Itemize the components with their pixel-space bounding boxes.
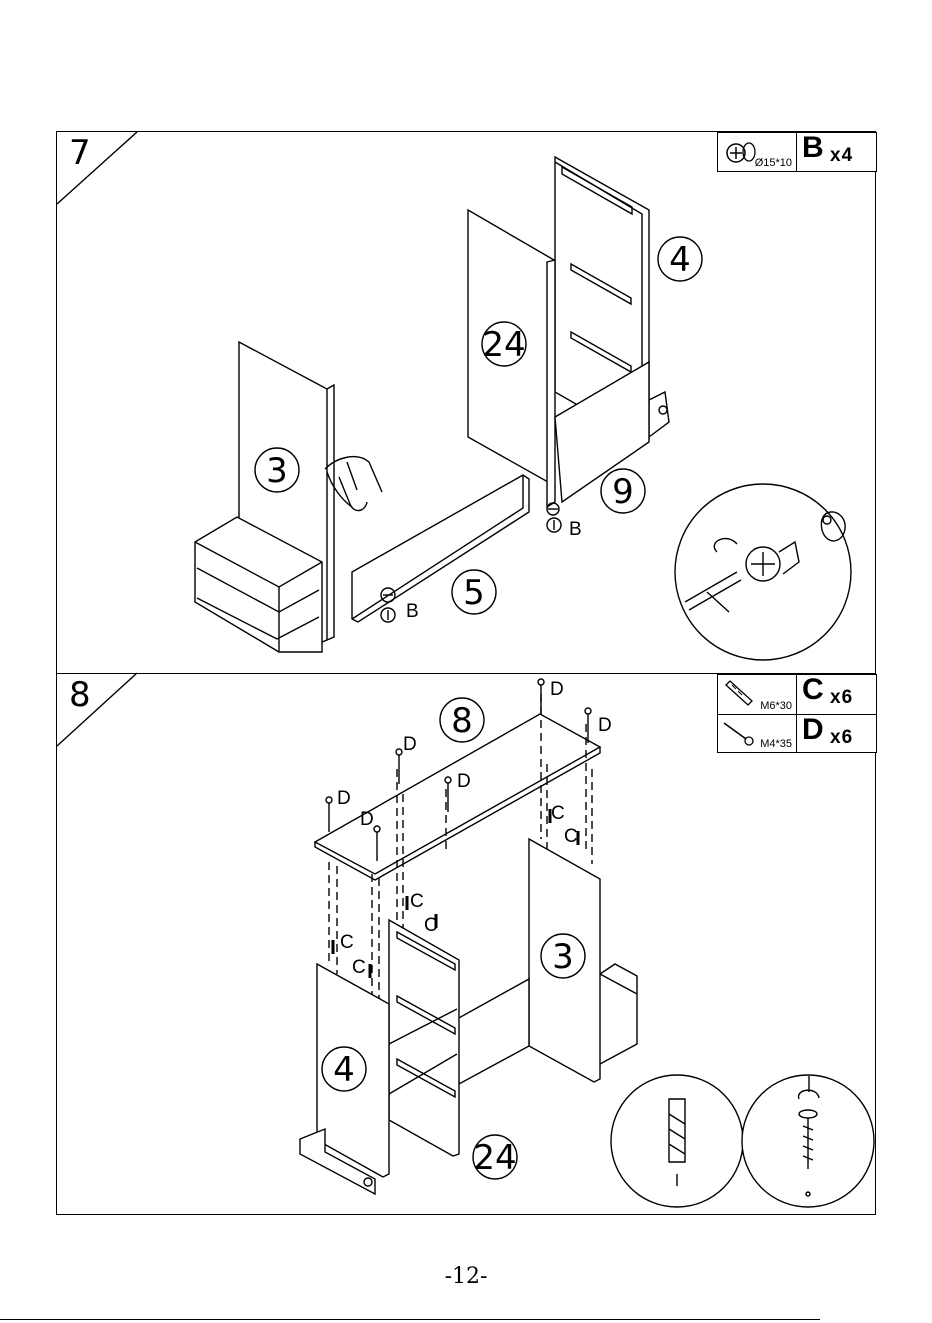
step-7-diagram: 3 24 4 9 5 B B (57, 132, 877, 675)
svg-text:24: 24 (473, 1138, 516, 1178)
svg-text:24: 24 (482, 325, 525, 365)
svg-text:8: 8 (451, 701, 473, 741)
part-callout-8: 8 (440, 698, 484, 742)
svg-text:4: 4 (333, 1050, 355, 1090)
hardware-label: B (569, 519, 582, 540)
svg-text:3: 3 (552, 937, 574, 977)
part-callout-9: 9 (601, 469, 645, 513)
step-8-diagram: 8 3 4 24 D D D D D D C C C C C C (57, 674, 877, 1215)
hardware-label: B (406, 601, 419, 622)
hardware-label: C (410, 891, 424, 912)
step-7-panel: 7 Ø15*10 B x4 (56, 131, 876, 674)
part-callout-24: 24 (473, 1135, 517, 1179)
svg-text:9: 9 (612, 472, 634, 512)
hardware-label: D (403, 734, 417, 755)
hardware-label: D (457, 771, 471, 792)
panel-3-drawing (457, 839, 637, 1084)
cam-lock-icon (547, 503, 561, 532)
hardware-label: C (564, 826, 578, 847)
panel-3-drawing (195, 342, 334, 652)
screw-detail-icon (742, 1075, 874, 1207)
footer-rule (0, 1319, 820, 1320)
hardware-label: D (598, 715, 612, 736)
part-callout-4: 4 (658, 237, 702, 281)
hardware-label: C (352, 957, 366, 978)
corner-divider (57, 673, 137, 746)
hardware-label: C (424, 915, 438, 936)
hardware-label: D (337, 788, 351, 809)
panel-5-drawing (352, 475, 529, 622)
svg-text:5: 5 (463, 573, 485, 613)
page-number: -12- (0, 1264, 932, 1289)
part-callout-24: 24 (482, 322, 526, 366)
svg-text:3: 3 (266, 451, 288, 491)
part-callout-5: 5 (452, 570, 496, 614)
hardware-label: C (340, 932, 354, 953)
dowel-detail-icon (611, 1075, 743, 1207)
hardware-label: D (550, 679, 564, 700)
panel-24-drawing (389, 920, 459, 1156)
hardware-label: C (551, 803, 565, 824)
hardware-label: D (360, 809, 374, 830)
corner-divider (57, 132, 137, 204)
panel-4-drawing (547, 157, 669, 507)
step-8-panel: 8 M6*30 C x6 M4*35 D x6 (56, 674, 876, 1215)
svg-text:4: 4 (669, 240, 691, 280)
screwdriver-tighten-cam-icon (675, 484, 851, 660)
